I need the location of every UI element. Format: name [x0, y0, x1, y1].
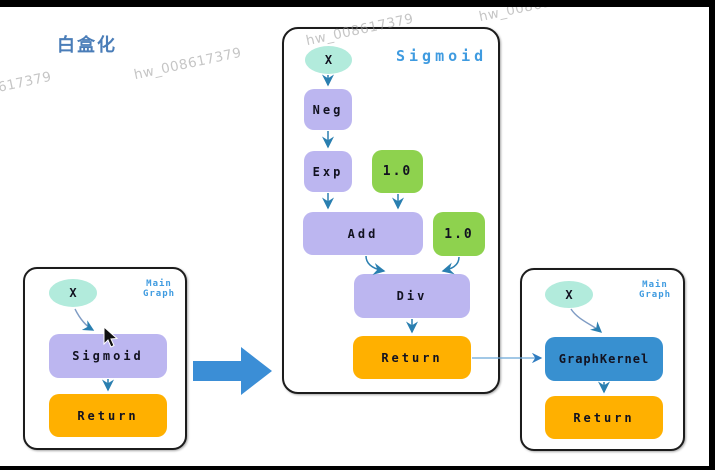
letterbox-bottom-bar [0, 466, 715, 470]
input-node-x: X [545, 281, 593, 308]
main-graph-label: Main Graph [131, 279, 187, 299]
main-graph-label-line1: Main [642, 280, 668, 290]
neg-op-node: Neg [304, 89, 352, 130]
main-graph-label-line1: Main [146, 279, 172, 289]
exp-op-node: Exp [304, 151, 352, 192]
return-node: Return [49, 394, 167, 437]
sigmoid-graph-title: Sigmoid [396, 47, 488, 65]
const-node-1: 1.0 [372, 150, 423, 193]
return-node: Return [353, 336, 471, 379]
add-op-node: Add [303, 212, 423, 255]
letterbox-right-bar [709, 0, 715, 470]
graphkernel-op-node: GraphKernel [545, 337, 663, 381]
sigmoid-op-node: Sigmoid [49, 334, 167, 378]
input-node-x: X [305, 46, 352, 74]
return-node: Return [545, 396, 663, 439]
big-right-arrow [193, 347, 272, 395]
page-title: 白盒化 [57, 35, 117, 56]
sigmoid-subgraph-box [282, 27, 500, 394]
main-graph-label-line2: Graph [638, 290, 672, 300]
main-graph-label: Main Graph [627, 280, 683, 300]
div-op-node: Div [354, 274, 470, 318]
watermark: hw_008617379 [132, 44, 244, 84]
main-graph-label-line2: Graph [142, 289, 176, 299]
watermark-partial: hw_008617379 [0, 68, 54, 108]
const-node-2: 1.0 [433, 212, 485, 256]
input-node-x: X [49, 279, 97, 307]
letterbox-top-bar [0, 0, 715, 7]
